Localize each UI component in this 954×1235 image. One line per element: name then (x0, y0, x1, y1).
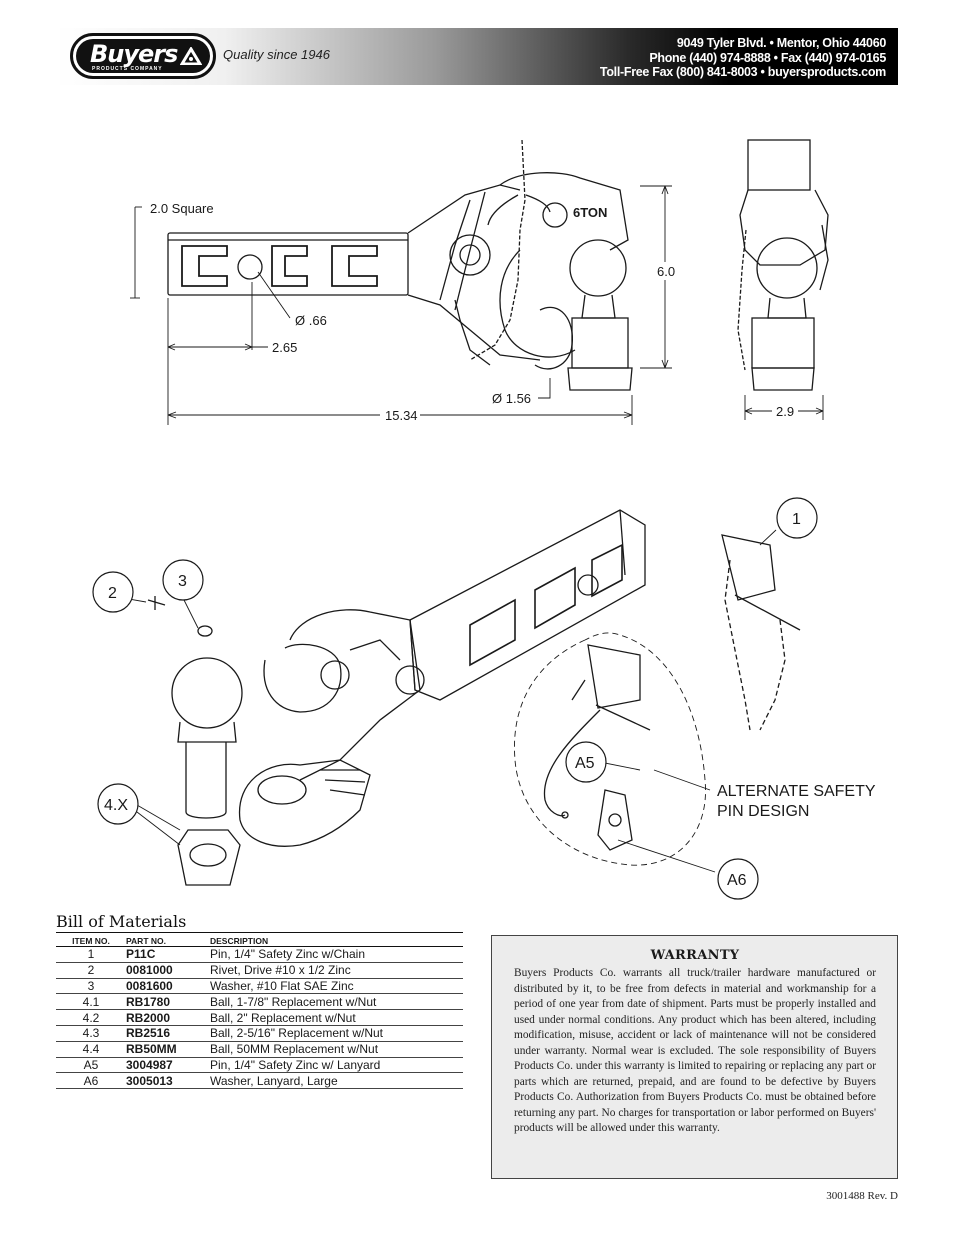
logo-wordmark: Buyers (90, 40, 178, 68)
item-cell: 3 (56, 978, 126, 995)
alt-label-line2: PIN DESIGN (717, 803, 809, 820)
desc-cell: Ball, 2" Replacement w/Nut (210, 1009, 463, 1026)
bom-header-row: ITEM NO. PART NO. DESCRIPTION (56, 932, 463, 947)
item-cell: A6 (56, 1072, 126, 1090)
table-row: A6 3005013 Washer, Lanyard, Large (56, 1072, 463, 1090)
tagline: Quality since 1946 (223, 47, 330, 62)
desc-cell: Ball, 1-7/8" Replacement w/Nut (210, 993, 463, 1011)
table-row: 1 P11C Pin, 1/4" Safety Zinc w/Chain (56, 946, 463, 963)
desc-cell: Washer, Lanyard, Large (210, 1072, 463, 1090)
part-cell: 3004987 (126, 1057, 210, 1074)
part-cell: 3005013 (126, 1072, 210, 1090)
part-cell: 0081600 (126, 978, 210, 995)
desc-cell: Rivet, Drive #10 x 1/2 Zinc (210, 962, 463, 979)
item-cell: 4.2 (56, 1009, 126, 1026)
callout-4x: 4.X (104, 797, 128, 814)
desc-cell: Washer, #10 Flat SAE Zinc (210, 978, 463, 995)
width-dim: 2.9 (776, 404, 794, 419)
square-dim: 2.0 Square (150, 201, 214, 216)
warranty-text: Buyers Products Co. warrants all truck/t… (514, 967, 876, 1134)
desc-cell: Ball, 2-5/16" Replacement w/Nut (210, 1025, 463, 1042)
alt-label-line1: ALTERNATE SAFETY (717, 783, 876, 800)
item-cell: 4.4 (56, 1041, 126, 1058)
callout-a5: A5 (575, 755, 595, 772)
bom-title: Bill of Materials (56, 912, 187, 931)
desc-cell: Pin, 1/4" Safety Zinc w/Chain (210, 946, 463, 963)
side-view-drawing: 6TON 2.0 Square Ø .66 2.65 15.34 Ø 1.56 … (130, 139, 679, 425)
callout-a6: A6 (727, 872, 747, 889)
height-dim: 6.0 (657, 264, 675, 279)
offset-dim: 2.65 (272, 340, 297, 355)
logo-triangle-icon (180, 47, 202, 65)
table-row: 2 0081000 Rivet, Drive #10 x 1/2 Zinc (56, 962, 463, 979)
item-cell: 1 (56, 946, 126, 963)
part-cell: 0081000 (126, 962, 210, 979)
part-cell: RB50MM (126, 1041, 210, 1058)
exploded-view-drawing: 1 2 3 4.X A5 A6 ALTERNATE SAFETY PIN DES… (92, 497, 876, 900)
col-part-header: PART NO. (126, 932, 210, 947)
desc-cell: Pin, 1/4" Safety Zinc w/ Lanyard (210, 1057, 463, 1074)
table-row: 4.4 RB50MM Ball, 50MM Replacement w/Nut (56, 1041, 463, 1058)
logo-subtext: PRODUCTS COMPANY (92, 66, 163, 72)
table-row: A5 3004987 Pin, 1/4" Safety Zinc w/ Lany… (56, 1057, 463, 1074)
col-item-header: ITEM NO. (56, 932, 126, 947)
pin-dia-dim: Ø 1.56 (492, 391, 531, 406)
warranty-box: WARRANTY Buyers Products Co. warrants al… (491, 935, 898, 1179)
item-cell: A5 (56, 1057, 126, 1074)
item-cell: 4.3 (56, 1025, 126, 1042)
header-banner: Buyers PRODUCTS COMPANY Quality since 19… (56, 28, 898, 85)
item-cell: 2 (56, 962, 126, 979)
item-cell: 4.1 (56, 993, 126, 1011)
front-view-drawing: 2.9 (737, 139, 829, 420)
part-cell: RB2000 (126, 1009, 210, 1026)
callout-3: 3 (178, 573, 187, 590)
callout-2: 2 (108, 585, 117, 602)
table-row: 4.1 RB1780 Ball, 1-7/8" Replacement w/Nu… (56, 993, 463, 1011)
capacity-mark: 6TON (573, 205, 607, 220)
col-desc-header: DESCRIPTION (210, 932, 463, 947)
callout-1: 1 (792, 511, 801, 528)
part-cell: RB1780 (126, 993, 210, 1011)
part-cell: P11C (126, 946, 210, 963)
hole-dia-dim: Ø .66 (295, 313, 327, 328)
bom-table: ITEM NO. PART NO. DESCRIPTION 1 P11C Pin… (56, 932, 463, 1090)
part-cell: RB2516 (126, 1025, 210, 1042)
address-line: 9049 Tyler Blvd. • Mentor, Ohio 44060 (676, 36, 886, 50)
length-dim: 15.34 (385, 408, 418, 423)
document-number: 3001488 Rev. D (826, 1190, 898, 1202)
warranty-title: WARRANTY (650, 948, 740, 963)
desc-cell: Ball, 50MM Replacement w/Nut (210, 1041, 463, 1058)
phone-line: Phone (440) 974-8888 • Fax (440) 974-016… (649, 50, 886, 65)
contact-address: 9049 Tyler Blvd. • Mentor, Ohio 44060 Ph… (600, 36, 886, 80)
table-row: 4.2 RB2000 Ball, 2" Replacement w/Nut (56, 1009, 463, 1026)
tollfree-line: Toll-Free Fax (800) 841-8003 • buyerspro… (599, 65, 886, 79)
table-row: 3 0081600 Washer, #10 Flat SAE Zinc (56, 978, 463, 995)
table-row: 4.3 RB2516 Ball, 2-5/16" Replacement w/N… (56, 1025, 463, 1042)
buyers-logo: Buyers PRODUCTS COMPANY (70, 33, 216, 79)
technical-drawing: 6TON 2.0 Square Ø .66 2.65 15.34 Ø 1.56 … (92, 139, 876, 900)
